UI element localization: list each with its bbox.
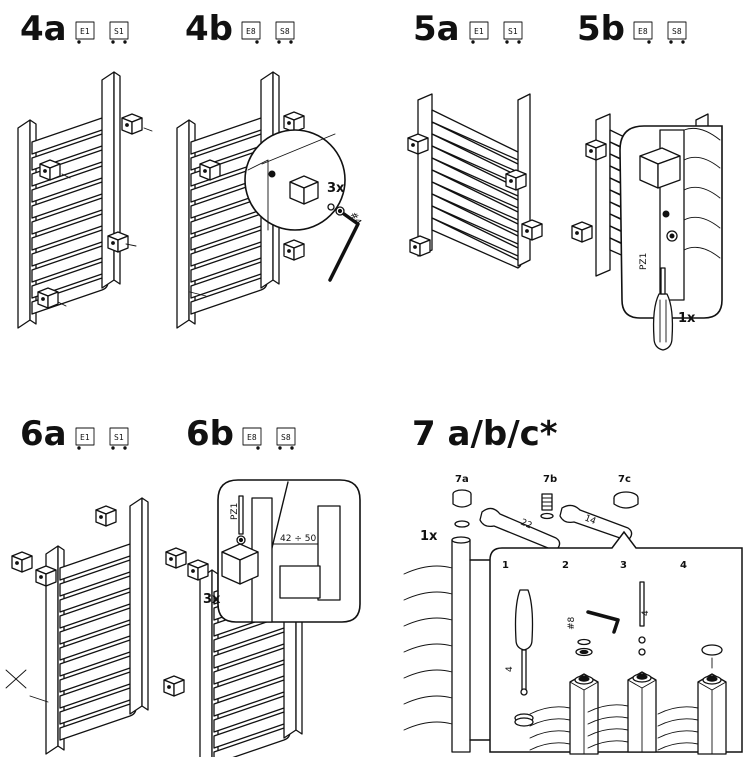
screwdriver-mark: 4 — [641, 610, 651, 616]
connection-box-e: E8 — [633, 21, 653, 44]
connection-box-s: S1 — [503, 21, 523, 44]
quantity-note: 3x — [327, 181, 345, 196]
marker-dot — [123, 446, 127, 450]
marker-dot — [255, 40, 259, 44]
marker-dot — [517, 40, 521, 44]
detail-window: 1x PZ1 — [619, 125, 723, 326]
box-label: E1 — [474, 27, 484, 36]
marker-dot — [278, 446, 282, 450]
marker-dot — [505, 40, 509, 44]
step-number: 4 — [680, 560, 687, 571]
connection-box-s: S8 — [275, 21, 295, 44]
quantity-note: 3x — [203, 592, 221, 607]
marker-dot — [277, 40, 281, 44]
tool-label: PZ1 — [639, 253, 649, 270]
wrench-14-icon: 14 — [559, 504, 633, 541]
connection-box-e: E1 — [75, 21, 95, 44]
air-vent-valve-icon — [452, 489, 472, 528]
connection-box-s: S1 — [109, 427, 129, 450]
screwdriver-mark: 4 — [505, 666, 515, 672]
variant-label-b: 7b — [543, 474, 557, 485]
box-label: E8 — [246, 27, 256, 36]
wrench-size: 14 — [583, 514, 598, 528]
radiator-drawing — [403, 536, 491, 753]
marker-dot — [77, 40, 81, 44]
bracket-set — [37, 113, 153, 309]
marker-dot — [647, 40, 651, 44]
marker-dot — [111, 40, 115, 44]
panel-title: 7 a/b/c* — [412, 414, 558, 454]
marker-dot — [111, 446, 115, 450]
quantity-note: 1x — [678, 311, 696, 326]
panel-title: 5b — [577, 9, 625, 49]
connection-box-s: S1 — [109, 21, 129, 44]
marker-dot — [681, 40, 685, 44]
connection-box-s: S8 — [276, 427, 296, 450]
tool-label: PZ1 — [230, 503, 240, 520]
radiator-drawing — [46, 498, 148, 754]
step-number: 3 — [620, 560, 627, 571]
panel-4b: 4b E8 S8 — [177, 9, 363, 328]
marker-dot — [289, 40, 293, 44]
box-label: E1 — [80, 433, 90, 442]
connection-box-e: E8 — [241, 21, 261, 44]
connection-box-e: E1 — [75, 427, 95, 450]
connection-box-s: S8 — [667, 21, 687, 44]
marker-dot — [77, 446, 81, 450]
marker-dot — [669, 40, 673, 44]
box-label: S8 — [672, 27, 682, 36]
panel-4a: 4a E1 S1 — [18, 9, 153, 328]
box-label: E8 — [638, 27, 648, 36]
box-label: S8 — [280, 27, 290, 36]
panel-6b: 6b E8 S8 — [163, 414, 361, 757]
hex-key-size: #8 — [567, 616, 577, 630]
variant-label-c: 7c — [618, 474, 631, 485]
panel-5b: 5b E8 S8 — [571, 9, 723, 351]
hex-key-icon: #8 — [567, 610, 620, 634]
screwdriver-icon: 4 — [505, 589, 534, 691]
panel-6a: 6a E1 S1 — [5, 414, 148, 754]
marker-dot — [471, 40, 475, 44]
panel-title: 5a — [413, 9, 460, 49]
marker-dot — [123, 40, 127, 44]
detail-magnifier: 3x — [244, 129, 346, 231]
radiator-drawing — [18, 72, 120, 328]
step-number: 2 — [562, 560, 569, 571]
dimension-label: 42 ÷ 50 — [280, 534, 316, 544]
box-label: E8 — [247, 433, 257, 442]
box-label: S1 — [114, 433, 124, 442]
hex-key-icon: #4 — [328, 211, 363, 282]
screwdriver-icon: 4 — [639, 581, 651, 627]
quantity-note: 1x — [420, 529, 438, 544]
wrench-size: 22 — [519, 518, 534, 532]
panel-title: 4a — [20, 9, 67, 49]
panel-5a: 5a E1 S1 — [407, 9, 543, 268]
marker-dot — [290, 446, 294, 450]
plug-icon — [540, 493, 554, 520]
box-label: S1 — [114, 27, 124, 36]
panel-title: 6b — [186, 414, 234, 454]
panel-title: 6a — [20, 414, 67, 454]
steps-box: 1 2 3 4 4 #8 4 — [489, 530, 743, 755]
box-label: E1 — [80, 27, 90, 36]
panel-title: 4b — [185, 9, 233, 49]
connection-box-e: E1 — [469, 21, 489, 44]
detail-window: 42 ÷ 50 PZ1 — [217, 479, 361, 623]
variant-label-a: 7a — [455, 474, 469, 485]
box-label: S8 — [281, 433, 291, 442]
marker-dot — [256, 446, 260, 450]
box-label: S1 — [508, 27, 518, 36]
step-number: 1 — [502, 560, 509, 571]
connection-box-e: E8 — [242, 427, 262, 450]
cap-icon — [613, 491, 639, 509]
panel-7: 7 a/b/c* 7a 7b 7c 22 14 1x — [403, 414, 743, 755]
hex-key-size: #4 — [347, 211, 362, 228]
